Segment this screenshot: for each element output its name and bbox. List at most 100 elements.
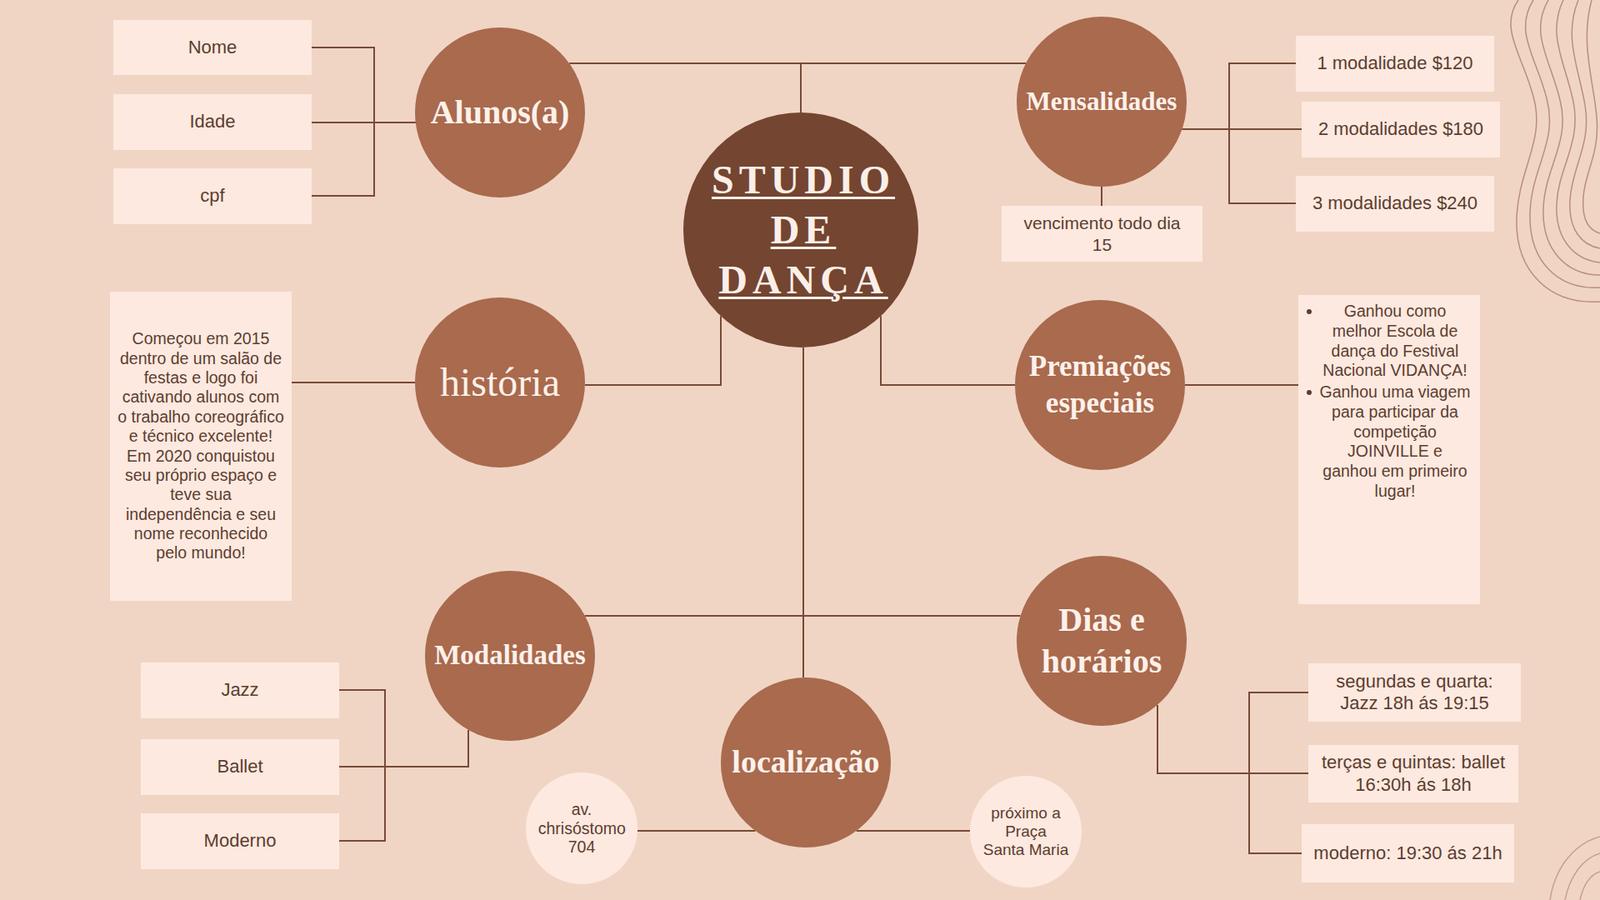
circle-fill (415, 27, 585, 198)
connector-line (339, 730, 469, 841)
box-text: 3 modalidades $240 (1312, 192, 1478, 215)
box-text: Ganhou uma viagem para participar da com… (1318, 382, 1472, 502)
due-date-box: vencimento todo dia 15 (1001, 205, 1203, 262)
connector-line (637, 830, 755, 832)
text-row: Mensalidades (1016, 85, 1187, 119)
history-box: Começou em 2015 dentro de um salão de fe… (110, 291, 292, 601)
text-row: terças e quintas: ballet 16:30h ás 18h (1318, 751, 1509, 796)
connector-line (311, 47, 416, 123)
corner-arc (1580, 871, 1600, 900)
text-row: vencimento todo dia 15 (1011, 212, 1193, 255)
awards-box: Ganhou como melhor Escola de dança do Fe… (1298, 295, 1480, 605)
box-text: Moderno (204, 830, 277, 852)
schedule-box: terças e quintas: ballet 16:30h ás 18h (1308, 745, 1519, 803)
text-row: próximo a Praça Santa Maria (970, 804, 1082, 860)
bullet-dot (1306, 309, 1312, 315)
circle-outline (1015, 300, 1185, 470)
connector-line (856, 830, 970, 832)
connector-line (311, 122, 416, 196)
field-box: Nome (113, 20, 312, 75)
circle-label: localização (724, 742, 888, 783)
text-row: segundas e quarta: Jazz 18h ás 19:15 (1318, 670, 1511, 715)
circle-label: Mensalidades (1020, 85, 1184, 119)
circle-fill (425, 570, 595, 741)
circle-label: STUDIO DE DANÇA (706, 155, 895, 305)
corner-arc (1550, 836, 1600, 900)
circle-fill (415, 297, 585, 468)
connector-line (803, 347, 1021, 616)
text-row: Ganhou uma viagem para participar da com… (1306, 382, 1472, 502)
bullet-dot (1306, 390, 1312, 395)
box-text: Começou em 2015 dentro de um salão de fe… (116, 329, 285, 564)
box-text: vencimento todo dia 15 (1011, 212, 1193, 255)
topic-circle: história (415, 297, 585, 468)
corner-arc (1565, 853, 1600, 900)
circle-label: Alunos(a) (418, 91, 582, 134)
box-text: Ganhou como melhor Escola de dança do Fe… (1318, 301, 1472, 381)
box-text: Nome (188, 36, 238, 59)
box-text: 2 modalidades $180 (1318, 118, 1484, 140)
circle-label: Premiações especiais (1018, 348, 1182, 422)
circle-fill (683, 112, 919, 348)
connector-line (1182, 129, 1296, 204)
contour-line (1540, 0, 1600, 275)
style-box: Jazz (140, 662, 340, 719)
connector-line (1100, 186, 1103, 206)
text-row: história (415, 357, 585, 408)
text-row: Começou em 2015 dentro de um salão de fe… (116, 329, 285, 564)
text-row: moderno: 19:30 ás 21h (1311, 842, 1505, 865)
text-row: 3 modalidades $240 (1305, 192, 1485, 215)
topic-circle: Alunos(a) (415, 27, 585, 198)
topic-circle: Modalidades (425, 570, 595, 741)
connector-line (291, 381, 415, 384)
topic-circle: Mensalidades (1016, 16, 1187, 187)
circle-label: Dias e horários (1020, 599, 1184, 683)
box-text: segundas e quarta: Jazz 18h ás 19:15 (1318, 670, 1511, 715)
topic-circle: localização (720, 677, 891, 848)
box-text: Idade (189, 110, 235, 133)
connector-line (1185, 384, 1299, 386)
text-row: STUDIO DE DANÇA (683, 155, 919, 305)
contour-line (1556, 0, 1600, 263)
circle-label: Modalidades (428, 638, 592, 673)
topic-circle: Dias e horários (1016, 555, 1187, 726)
text-row: Moderno (150, 830, 330, 852)
box-text: terças e quintas: ballet 16:30h ás 18h (1318, 751, 1509, 796)
contour-line (1510, 0, 1600, 302)
connector-line (800, 63, 1026, 113)
field-box: Idade (113, 94, 312, 150)
circle-fill (1016, 16, 1187, 187)
text-row: cpf (123, 185, 302, 207)
box-text: Jazz (220, 679, 259, 701)
connector-line (880, 315, 1015, 385)
field-box: cpf (113, 168, 312, 225)
box-text: cpf (200, 185, 225, 207)
text-row: Modalidades (425, 638, 595, 673)
text-row: Dias e horários (1016, 599, 1187, 683)
box-text: moderno: 19:30 ás 21h (1313, 842, 1502, 865)
box-text: Ballet (216, 755, 263, 778)
schedule-box: moderno: 19:30 ás 21h (1301, 824, 1515, 883)
connector-line (1157, 705, 1309, 774)
text-row: Jazz (150, 679, 330, 701)
topic-circle: Premiações especiais (1015, 300, 1185, 470)
circle-label: história (418, 357, 582, 408)
connector-line (339, 730, 469, 767)
circle-fill (720, 677, 891, 848)
text-row: Ballet (150, 755, 330, 778)
price-box: 1 modalidade $120 (1295, 35, 1495, 92)
price-box: 3 modalidades $240 (1295, 175, 1495, 232)
circle-fill (970, 775, 1082, 888)
circle-outline (1016, 555, 1187, 726)
style-box: Ballet (140, 739, 340, 795)
circle-fill (525, 772, 638, 885)
hub-circle: STUDIO DE DANÇA (683, 112, 919, 348)
connector-line (585, 347, 804, 616)
contour-line (1583, 0, 1600, 234)
text-row: 1 modalidade $120 (1305, 52, 1485, 75)
corner-arcs (1550, 836, 1600, 900)
price-box: 2 modalidades $180 (1301, 101, 1500, 158)
box-text: 1 modalidade $120 (1316, 52, 1473, 75)
